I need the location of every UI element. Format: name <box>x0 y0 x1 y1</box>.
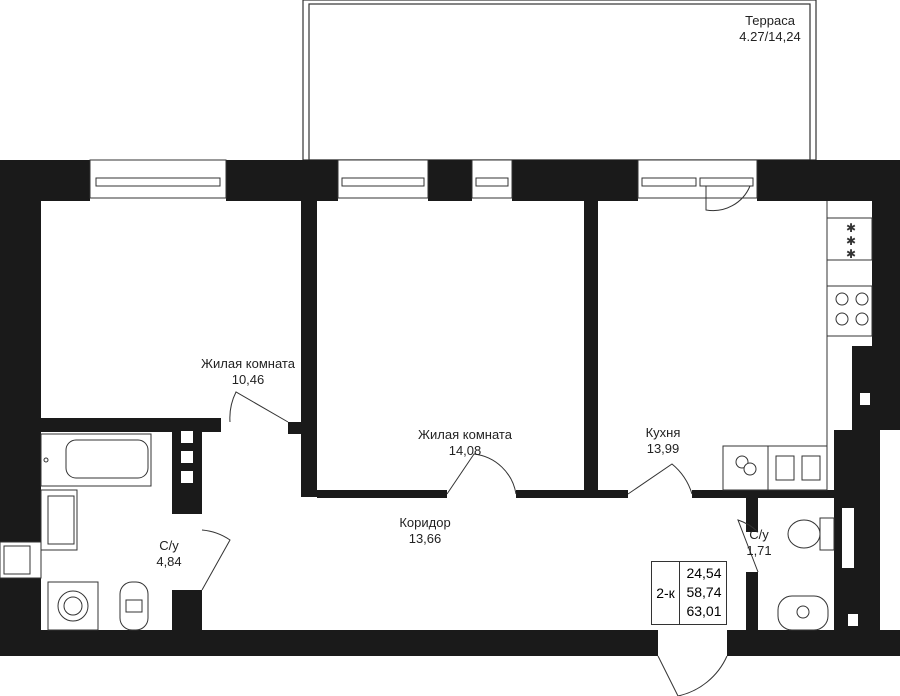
svg-text:✱: ✱ <box>846 234 856 248</box>
area-values: 24,54 58,74 63,01 <box>681 564 727 621</box>
total-area-with-terrace: 63,01 <box>686 603 722 619</box>
room-name: Коридор <box>399 515 451 530</box>
room-label-bath1: С/у 4,84 <box>142 538 196 570</box>
apartment-summary: 2-к 24,54 58,74 63,01 <box>651 561 727 625</box>
svg-text:✱: ✱ <box>846 247 856 261</box>
room-name: С/у <box>749 527 769 542</box>
wall-details <box>181 393 870 626</box>
room-area: 4.27/14,24 <box>739 29 801 44</box>
room-label-bath2: С/у 1,71 <box>734 527 784 559</box>
room-name: Жилая комната <box>418 427 512 442</box>
room-area: 13,66 <box>408 531 442 546</box>
room-name: Жилая комната <box>201 356 295 371</box>
living-area: 24,54 <box>686 565 722 581</box>
bath-fixtures <box>40 433 835 631</box>
doors <box>201 185 759 696</box>
walls <box>0 160 900 656</box>
svg-text:✱: ✱ <box>846 221 856 235</box>
room-label-corridor: Коридор 13,66 <box>380 515 470 547</box>
kitchen-fixtures <box>722 201 873 491</box>
room-label-living2: Жилая комната 14,08 <box>403 427 527 459</box>
room-label-terrace: Терраса 4.27/14,24 <box>724 13 816 45</box>
apartment-type: 2-к <box>652 562 680 624</box>
room-name: Терраса <box>745 13 795 28</box>
total-area: 58,74 <box>686 584 722 600</box>
kitchen-vent-icons: ✱ ✱ ✱ <box>846 221 856 261</box>
room-area: 1,71 <box>746 543 772 558</box>
room-name: Кухня <box>645 425 681 440</box>
room-area: 4,84 <box>156 554 182 569</box>
room-label-living1: Жилая комната 10,46 <box>186 356 310 388</box>
room-label-kitchen: Кухня 13,99 <box>626 425 700 457</box>
room-name: С/у <box>159 538 179 553</box>
windows <box>0 159 758 579</box>
room-area: 14,08 <box>448 443 482 458</box>
room-area: 13,99 <box>646 441 680 456</box>
room-area: 10,46 <box>231 372 265 387</box>
